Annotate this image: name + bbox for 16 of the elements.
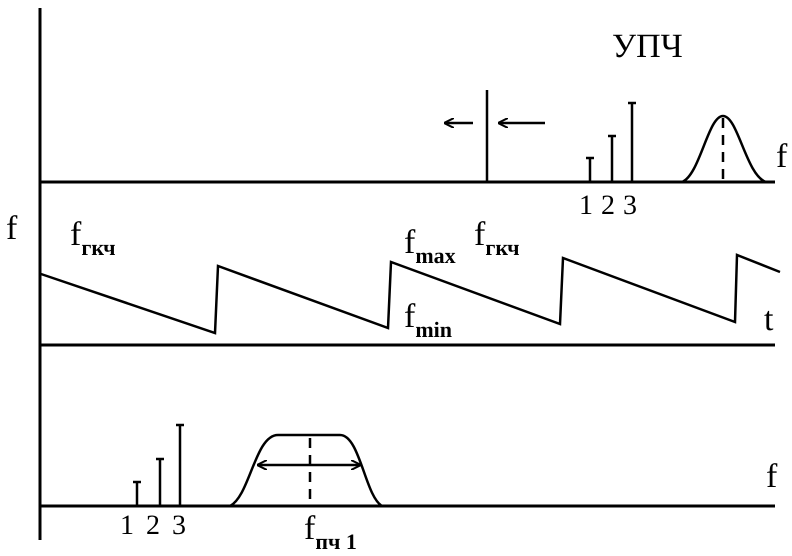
- tick-number: 1: [120, 512, 134, 540]
- frequency-label: f$_{гкч}$: [70, 218, 116, 259]
- frequency-label: f$_{пч 1}$: [304, 512, 357, 553]
- tick-number: 3: [172, 512, 186, 540]
- axis-label: t: [764, 303, 774, 337]
- axis-label: f: [6, 212, 18, 246]
- tick-number: 3: [623, 192, 637, 220]
- block-label: УПЧ: [612, 30, 683, 64]
- tick-number: 2: [601, 192, 615, 220]
- frequency-label: f$_{max}$: [404, 226, 456, 267]
- axis-label: f: [776, 140, 788, 174]
- axis-label: f: [766, 460, 778, 494]
- frequency-label: f$_{min}$: [404, 300, 452, 341]
- tick-number: 1: [579, 192, 593, 220]
- frequency-label: f$_{гкч}$: [474, 218, 520, 259]
- tick-number: 2: [146, 512, 160, 540]
